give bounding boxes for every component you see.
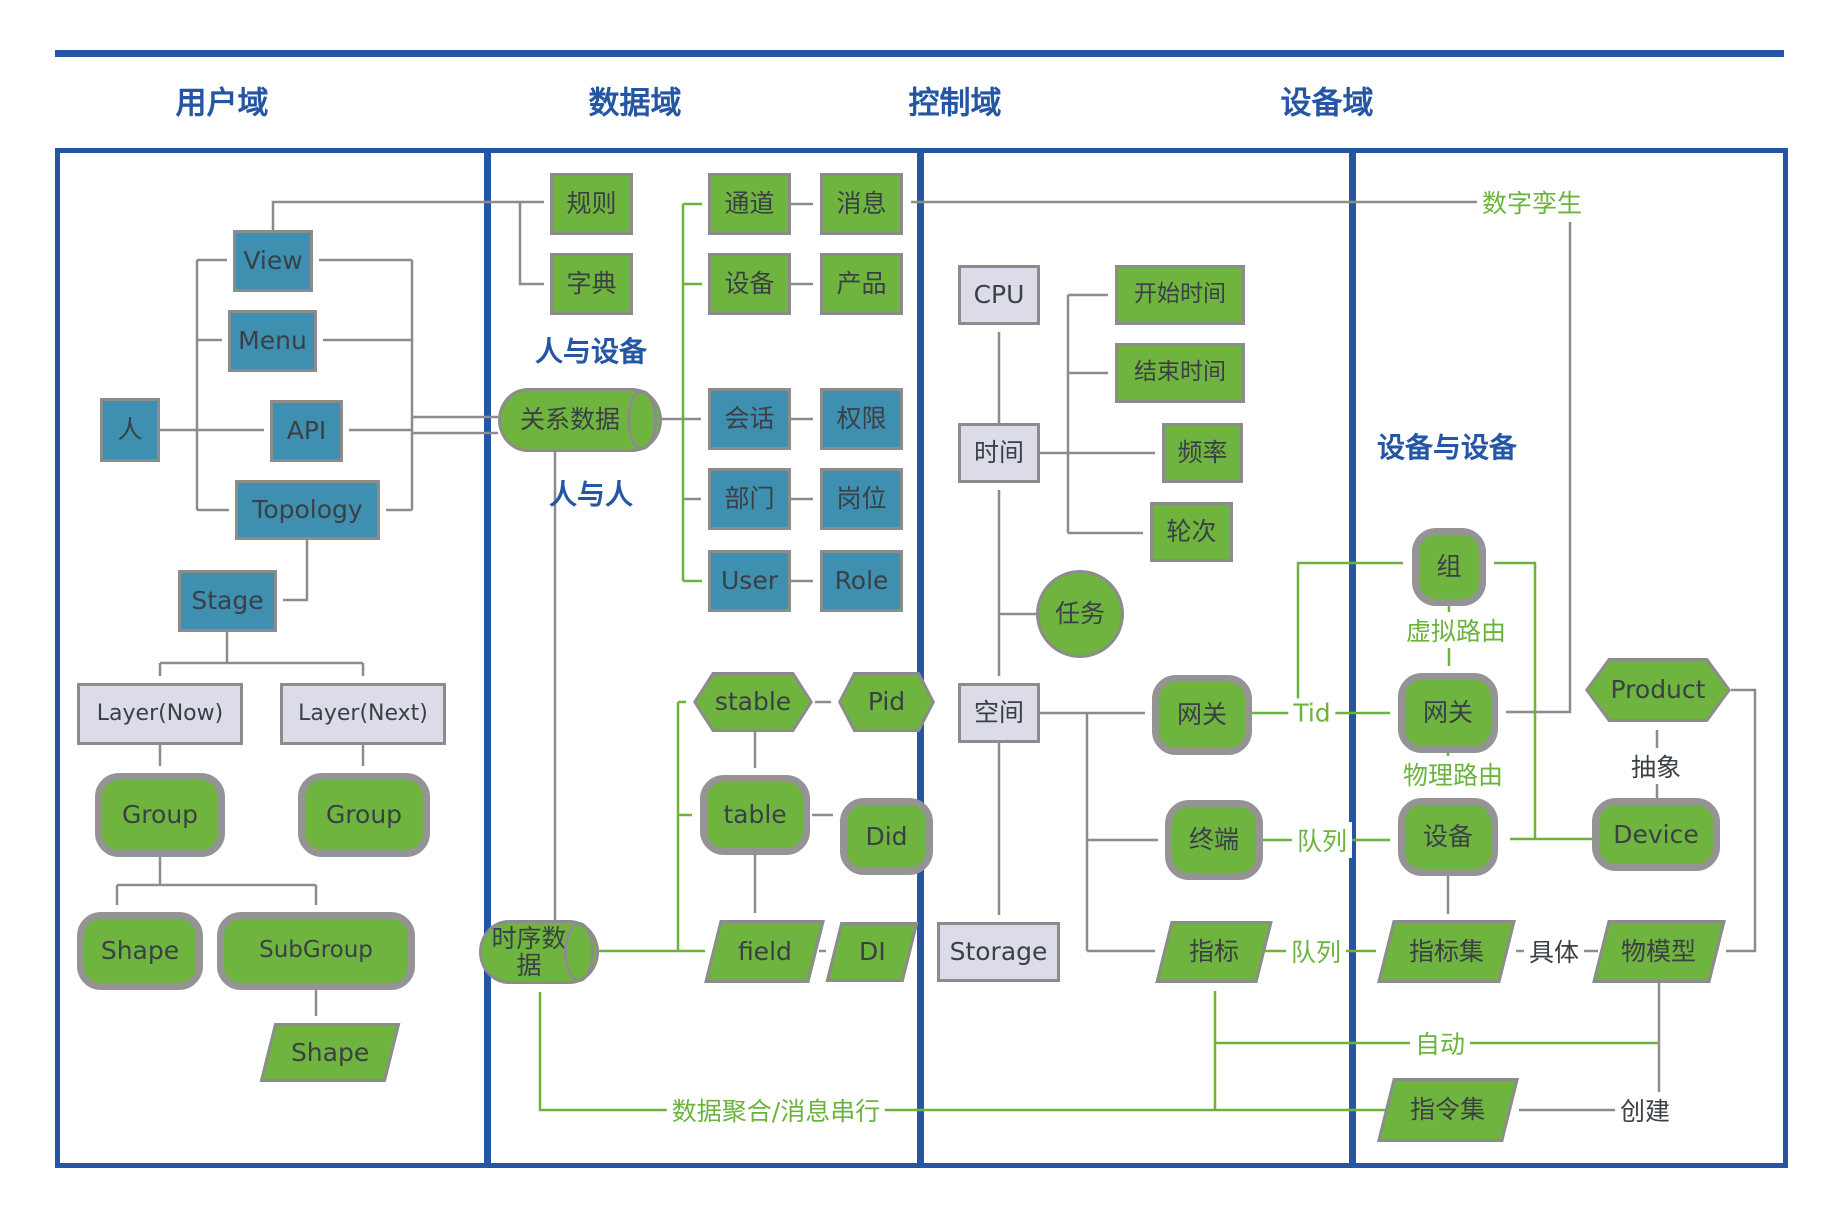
node-storage: Storage (937, 922, 1060, 982)
node-timeseries-db: 时序数据 (479, 920, 599, 984)
divider-user-data (484, 148, 491, 1168)
header-device-domain: 设备域 (1280, 85, 1374, 122)
node-di: DI (825, 922, 919, 982)
node-table: table (700, 775, 810, 855)
node-layer-next: Layer(Next) (280, 683, 446, 745)
label-aggregation: 数据聚合/消息串行 (666, 1092, 886, 1128)
node-relational-db: 关系数据 (498, 388, 662, 452)
header-user-domain: 用户域 (175, 85, 269, 122)
top-rule (55, 50, 1784, 57)
node-menu: Menu (228, 310, 317, 372)
node-task: 任务 (1036, 570, 1124, 658)
node-api: API (270, 400, 343, 462)
node-stage: Stage (178, 570, 277, 632)
node-person: 人 (100, 398, 160, 462)
node-frequency: 频率 (1162, 423, 1243, 483)
node-user: User (708, 550, 791, 612)
label-tid: Tid (1288, 698, 1336, 728)
node-cpu: CPU (958, 265, 1040, 325)
label-queue-metric: 队列 (1285, 933, 1347, 969)
node-post: 岗位 (820, 468, 903, 530)
node-layer-now: Layer(Now) (77, 683, 243, 745)
node-group-2: Group (298, 773, 430, 857)
label-digital-twin: 数字孪生 (1476, 184, 1588, 220)
node-pid: Pid (838, 672, 935, 732)
label-create: 创建 (1614, 1092, 1676, 1128)
divider-control-device (1349, 148, 1356, 1168)
section-human-human: 人与人 (548, 478, 634, 511)
node-stable: stable (693, 672, 813, 732)
node-topology: Topology (235, 480, 380, 540)
node-channel: 通道 (708, 173, 791, 235)
label-auto: 自动 (1409, 1025, 1471, 1061)
node-dict: 字典 (550, 253, 633, 315)
node-thing-model: 物模型 (1592, 920, 1726, 983)
node-metric-set: 指标集 (1377, 920, 1516, 983)
node-rules: 规则 (550, 173, 633, 235)
node-department: 部门 (708, 468, 791, 530)
node-time: 时间 (958, 423, 1040, 483)
node-message: 消息 (820, 173, 903, 235)
node-device-cn: 设备 (708, 253, 791, 315)
label-queue-terminal: 队列 (1291, 822, 1353, 858)
node-subgroup: SubGroup (217, 912, 415, 990)
label-virtual-route: 虚拟路由 (1400, 612, 1512, 648)
node-space: 空间 (958, 683, 1040, 743)
node-gateway-device: 网关 (1398, 673, 1498, 753)
node-product-en: Product (1585, 658, 1731, 722)
label-physical-route: 物理路由 (1397, 756, 1509, 792)
node-product-cn: 产品 (820, 253, 903, 315)
node-did: Did (840, 798, 933, 875)
section-device-device: 设备与设备 (1376, 431, 1518, 464)
node-shape-1: Shape (77, 912, 203, 990)
node-start-time: 开始时间 (1115, 265, 1245, 325)
node-group-1: Group (95, 773, 225, 857)
node-group-cn: 组 (1412, 528, 1486, 606)
node-cmd-set: 指令集 (1377, 1078, 1519, 1142)
header-control-domain: 控制域 (908, 85, 1002, 122)
label-concrete: 具体 (1523, 933, 1585, 969)
node-gateway-control: 网关 (1152, 675, 1252, 755)
node-role: Role (820, 550, 903, 612)
section-human-device: 人与设备 (534, 335, 648, 368)
header-data-domain: 数据域 (588, 85, 682, 122)
node-metric: 指标 (1155, 921, 1273, 983)
node-end-time: 结束时间 (1115, 343, 1245, 403)
node-field: field (704, 920, 825, 983)
node-device-cn-2: 设备 (1398, 798, 1498, 876)
node-terminal: 终端 (1165, 800, 1263, 880)
node-view: View (233, 230, 313, 292)
node-session: 会话 (708, 388, 791, 450)
node-shape-2: Shape (259, 1023, 401, 1082)
label-abstract: 抽象 (1625, 748, 1687, 784)
node-round: 轮次 (1150, 502, 1233, 562)
node-permission: 权限 (820, 388, 903, 450)
divider-data-control (917, 148, 924, 1168)
node-device-en: Device (1592, 798, 1720, 871)
